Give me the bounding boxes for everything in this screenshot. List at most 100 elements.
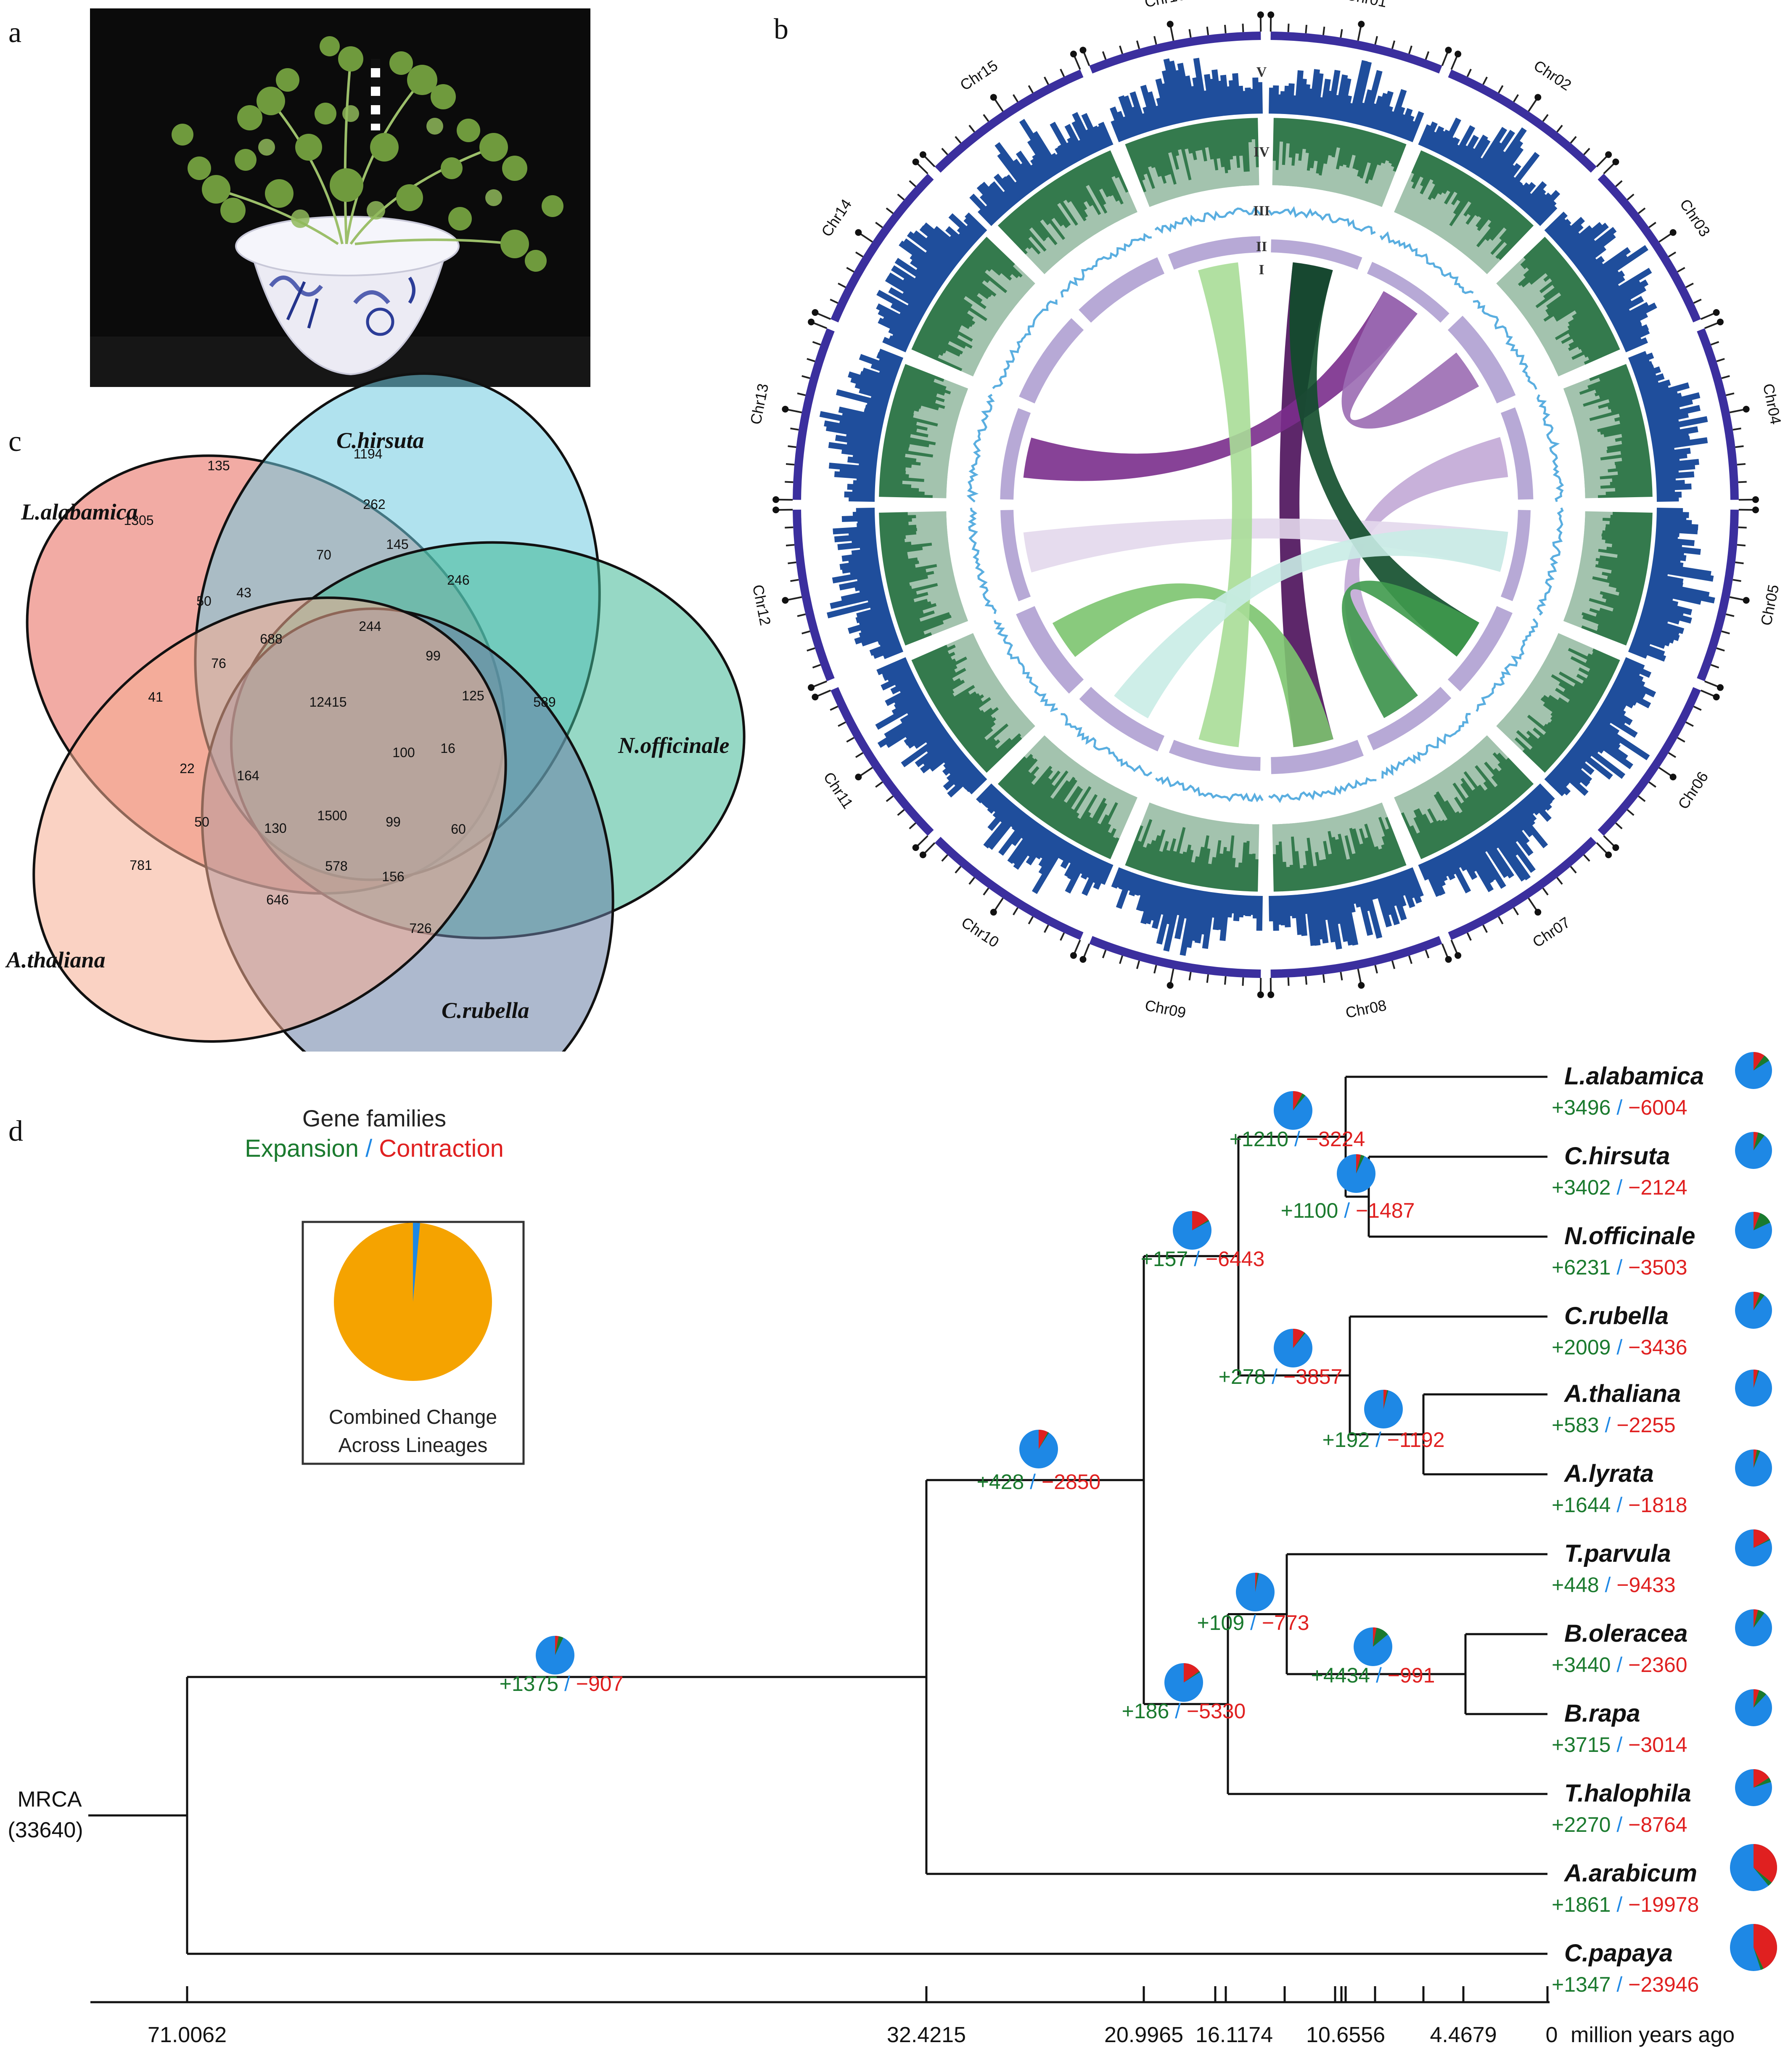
node-pie-n5 bbox=[1337, 1154, 1375, 1193]
species-label: A.lyrata bbox=[1563, 1460, 1654, 1487]
species-change: +448 / −9433 bbox=[1552, 1573, 1676, 1597]
node-pie-n1 bbox=[536, 1636, 574, 1675]
venn-count: 164 bbox=[237, 768, 259, 783]
species-label: C.hirsuta bbox=[1564, 1142, 1670, 1170]
species-pie bbox=[1735, 1132, 1772, 1169]
node-pie-n2 bbox=[1019, 1430, 1058, 1468]
species-pie bbox=[1735, 1529, 1772, 1566]
species-change: +1644 / −1818 bbox=[1552, 1493, 1687, 1517]
track-label: V bbox=[1256, 64, 1267, 80]
axis-tick-label: 0 bbox=[1546, 2023, 1558, 2047]
venn-count: 60 bbox=[451, 821, 466, 837]
venn-count: 50 bbox=[196, 594, 212, 609]
venn-count: 99 bbox=[426, 648, 441, 663]
node-change: +428 / −2850 bbox=[977, 1470, 1101, 1494]
species-pie bbox=[1730, 1924, 1777, 1971]
node-change: +278 / −3857 bbox=[1219, 1365, 1343, 1388]
species-label: N.officinale bbox=[1564, 1222, 1695, 1250]
venn-set-label-c-hirsuta: C.hirsuta bbox=[336, 428, 424, 453]
species-pie bbox=[1735, 1370, 1772, 1407]
chromosome-chr05: Chr05 bbox=[1500, 506, 1782, 691]
panel-label-d: d bbox=[8, 1115, 23, 1147]
root-label: MRCA bbox=[17, 1787, 82, 1812]
venn-count: 1194 bbox=[354, 446, 383, 461]
track-label: IV bbox=[1254, 144, 1270, 160]
legend-slash: / bbox=[359, 1135, 379, 1162]
species-label: T.halophila bbox=[1564, 1780, 1691, 1807]
chromosome-chr08: Chr08 bbox=[1267, 739, 1452, 1021]
node-pie-n7 bbox=[1364, 1390, 1403, 1428]
venn-count: 145 bbox=[386, 537, 408, 552]
species-change: +2009 / −3436 bbox=[1552, 1335, 1687, 1359]
species-label: L.alabamica bbox=[1564, 1062, 1704, 1090]
combined-change-pie bbox=[334, 1223, 492, 1381]
node-change: +4434 / −991 bbox=[1311, 1664, 1435, 1687]
chromosome-chr03: Chr03 bbox=[1447, 158, 1720, 404]
legend-box-line2: Across Lineages bbox=[339, 1434, 488, 1457]
chromosome-chr13: Chr13 bbox=[747, 318, 1031, 503]
venn-count: 99 bbox=[386, 814, 401, 829]
node-change: +186 / −5330 bbox=[1122, 1699, 1246, 1723]
venn-count: 262 bbox=[363, 497, 385, 512]
chromosome-chr15: Chr15 bbox=[919, 50, 1165, 323]
venn-count: 1500 bbox=[317, 808, 347, 823]
species-change: +3496 / −6004 bbox=[1552, 1096, 1687, 1119]
track-label: II bbox=[1256, 239, 1267, 254]
species-label: C.rubella bbox=[1564, 1302, 1669, 1330]
venn-count: 726 bbox=[409, 921, 431, 936]
axis-unit: million years ago bbox=[1571, 2023, 1735, 2047]
species-change: +3402 / −2124 bbox=[1552, 1176, 1687, 1199]
axis-tick-label: 71.0062 bbox=[148, 2023, 227, 2047]
species-change: +3440 / −2360 bbox=[1552, 1653, 1687, 1677]
axis-tick-label: 16.1174 bbox=[1196, 2023, 1273, 2047]
species-label: T.parvula bbox=[1564, 1540, 1671, 1567]
node-pie-n10 bbox=[1354, 1627, 1392, 1666]
node-pie-n6 bbox=[1274, 1329, 1312, 1367]
axis-tick-label: 10.6556 bbox=[1306, 2023, 1385, 2047]
venn-count: 22 bbox=[180, 761, 195, 776]
legend-box-line1: Combined Change bbox=[329, 1406, 497, 1428]
node-pie-n9 bbox=[1164, 1663, 1203, 1702]
venn-count: 246 bbox=[447, 572, 469, 588]
venn-count: 125 bbox=[462, 688, 484, 703]
species-change: +1861 / −19978 bbox=[1552, 1893, 1699, 1916]
species-change: +583 / −2255 bbox=[1552, 1413, 1676, 1437]
venn-count: 12415 bbox=[309, 694, 347, 710]
panel-label-c: c bbox=[8, 425, 22, 458]
chromosome-chr01: Chr01 bbox=[1267, 0, 1452, 270]
venn-count: 135 bbox=[207, 458, 230, 473]
species-label: A.arabicum bbox=[1563, 1860, 1697, 1887]
venn-count: 244 bbox=[359, 619, 381, 634]
venn-diagram: 1305119458978172613526224650437014568824… bbox=[5, 372, 746, 1052]
venn-count: 41 bbox=[148, 689, 163, 705]
legend-title: Gene families bbox=[302, 1105, 446, 1131]
species-label: A.thaliana bbox=[1563, 1380, 1681, 1407]
species-change: +2270 / −8764 bbox=[1552, 1813, 1687, 1836]
venn-count: 43 bbox=[236, 585, 251, 600]
panel-label-b: b bbox=[774, 13, 788, 45]
species-pie bbox=[1735, 1052, 1772, 1089]
chromosome-chr04: Chr04 bbox=[1500, 318, 1785, 503]
species-pie bbox=[1735, 1292, 1772, 1329]
venn-count: 688 bbox=[260, 631, 282, 647]
venn-set-label-a-thaliana: A.thaliana bbox=[5, 947, 106, 972]
chromosome-chr12: Chr12 bbox=[749, 506, 1031, 691]
venn-set-label-n-officinale: N.officinale bbox=[618, 733, 729, 758]
venn-count: 781 bbox=[130, 858, 152, 873]
axis-tick-label: 4.4679 bbox=[1430, 2023, 1497, 2047]
circos-plot: Chr01Chr02Chr03Chr04Chr05Chr06Chr07Chr08… bbox=[747, 0, 1785, 1021]
legend-contraction: Contraction bbox=[379, 1135, 504, 1162]
node-pie-n8 bbox=[1236, 1573, 1275, 1611]
axis-tick-label: 20.9965 bbox=[1104, 2023, 1183, 2047]
species-pie bbox=[1735, 1212, 1772, 1249]
venn-set-label-l-alabamica: L.alabamica bbox=[21, 499, 138, 525]
species-pie bbox=[1735, 1609, 1772, 1646]
synteny-ribbons bbox=[1023, 262, 1508, 747]
chromosome-chr16: Chr16 bbox=[1079, 0, 1264, 270]
root-count: (33640) bbox=[8, 1818, 83, 1842]
venn-set-a-thaliana bbox=[32, 596, 507, 1043]
venn-count: 16 bbox=[440, 741, 455, 756]
venn-count: 76 bbox=[211, 656, 226, 671]
species-pie bbox=[1735, 1689, 1772, 1726]
